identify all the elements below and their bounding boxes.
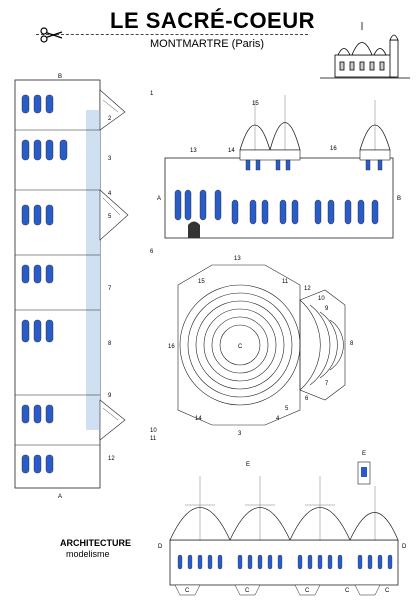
label-left-1: 1	[150, 91, 154, 97]
label-plan-6: 6	[305, 396, 309, 402]
label-elev-A: A	[157, 196, 161, 202]
label-elev-14: 14	[228, 148, 235, 154]
label-plan-13: 13	[234, 256, 241, 262]
label-plan-10: 10	[318, 296, 325, 302]
label-left-12: 12	[108, 456, 115, 462]
label-left-6: 6	[150, 249, 154, 255]
label-dome-C5: C	[385, 588, 390, 594]
label-plan-C: C	[238, 344, 243, 350]
logo-modelisme: modelisme	[66, 549, 110, 559]
left-strip-labels: B 1 2 3 4 5 6 7 8 9 10 11 12 A	[58, 74, 157, 500]
label-dome-E2: E	[362, 451, 366, 457]
label-left-8: 8	[108, 341, 112, 347]
elevation-labels: 13 14 15 16 A B	[157, 101, 401, 202]
label-left-A: A	[58, 494, 62, 500]
basilica-sketch	[320, 22, 410, 79]
label-dome-D2: D	[402, 544, 407, 550]
label-dome-C2: C	[245, 588, 250, 594]
scissors-icon	[40, 27, 63, 43]
label-dome-E1: E	[246, 462, 250, 468]
label-plan-4: 4	[276, 416, 280, 422]
label-plan-11: 11	[282, 279, 289, 285]
dome-strip	[169, 461, 399, 596]
label-plan-16: 16	[168, 344, 175, 350]
label-left-7: 7	[108, 286, 112, 292]
page-subtitle: MONTMARTRE (Paris)	[150, 38, 265, 50]
label-plan-7: 7	[325, 381, 329, 387]
label-elev-13: 13	[190, 148, 197, 154]
label-elev-B: B	[397, 196, 401, 202]
label-dome-C1: C	[185, 588, 190, 594]
label-plan-15: 15	[198, 279, 205, 285]
logo-architecture: ARCHITECTURE	[60, 538, 131, 548]
page-title: LE SACRÉ-COEUR	[110, 8, 316, 33]
floor-plan-labels: 13 15 11 12 10 9 8 7 6 5 4 3 14 16 C	[168, 256, 354, 437]
label-dome-C3: C	[305, 588, 310, 594]
label-left-B: B	[58, 74, 62, 80]
label-left-3: 3	[108, 156, 112, 162]
side-facade-strip	[14, 79, 129, 489]
label-plan-5: 5	[285, 406, 289, 412]
label-plan-12: 12	[304, 286, 311, 292]
label-left-4: 4	[108, 191, 112, 197]
label-elev-16: 16	[330, 146, 337, 152]
label-left-10: 10	[150, 428, 157, 434]
label-left-5: 5	[108, 214, 112, 220]
label-dome-C4: C	[345, 588, 350, 594]
label-plan-8: 8	[350, 341, 354, 347]
dome-strip-labels: E E D D C C C C C	[158, 451, 407, 594]
label-plan-9: 9	[325, 306, 329, 312]
label-left-11: 11	[150, 436, 157, 442]
label-plan-14: 14	[195, 416, 202, 422]
label-dome-D1: D	[158, 544, 163, 550]
label-left-2: 2	[108, 116, 112, 122]
label-elev-15: 15	[252, 101, 259, 107]
label-left-9: 9	[108, 393, 112, 399]
floor-plan	[177, 264, 346, 426]
front-elevation	[164, 95, 394, 239]
label-plan-3: 3	[238, 431, 242, 437]
cut-line	[36, 34, 308, 35]
